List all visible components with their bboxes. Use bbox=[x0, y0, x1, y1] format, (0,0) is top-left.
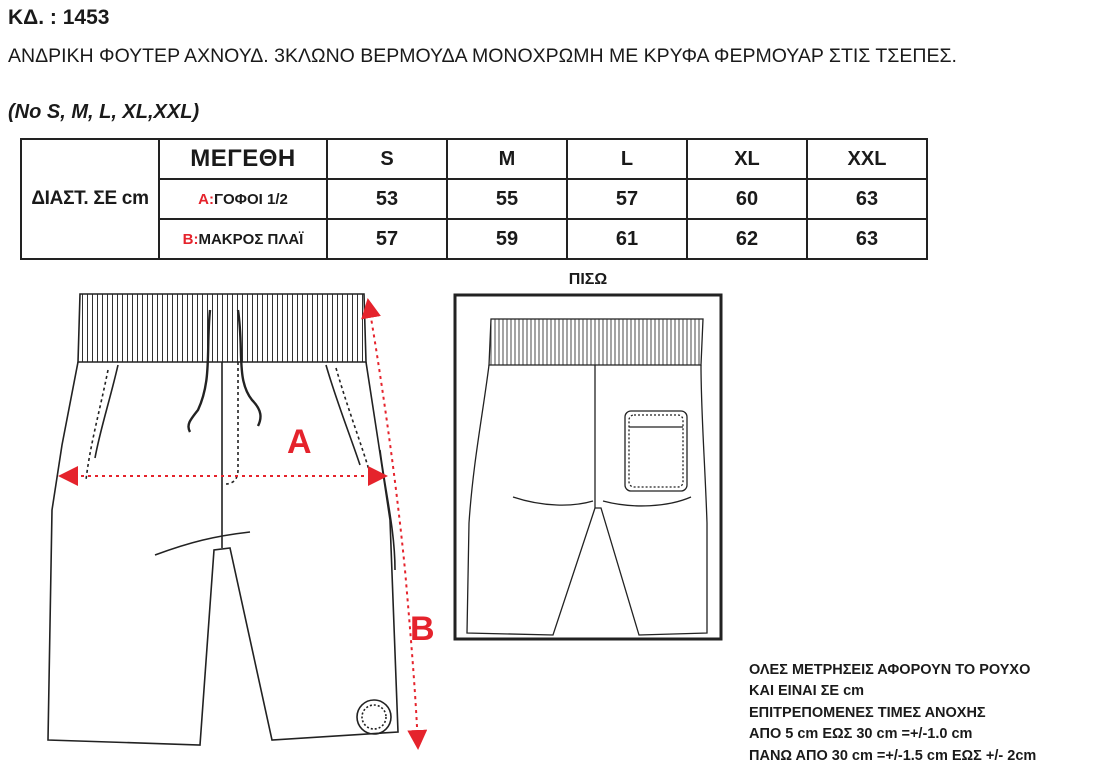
table-cell: 63 bbox=[806, 218, 928, 260]
size-header-m: M bbox=[446, 138, 568, 180]
back-view-title: ΠΙΣΩ bbox=[568, 271, 608, 288]
shorts-back-outline bbox=[466, 318, 708, 636]
product-code: ΚΔ. : 1453 bbox=[8, 6, 110, 29]
front-view-diagram: A B bbox=[47, 293, 435, 750]
side-length-measure-line bbox=[361, 298, 428, 750]
dimensions-unit-label: ΔΙΑΣΤ. ΣΕ cm bbox=[20, 138, 160, 260]
table-cell: 63 bbox=[806, 178, 928, 220]
note-line: ΟΛΕΣ ΜΕΤΡΗΣΕΙΣ ΑΦΟΡΟΥΝ ΤΟ ΡΟΥΧΟ bbox=[749, 662, 1031, 678]
row-letter-b: B: bbox=[182, 230, 199, 248]
note-line: ΚΑΙ ΕΙΝΑΙ ΣΕ cm bbox=[749, 683, 865, 700]
back-view-diagram bbox=[453, 293, 723, 641]
size-header-xl: XL bbox=[686, 138, 808, 180]
table-cell: 62 bbox=[686, 218, 808, 260]
note-line: ΑΠΟ 5 cm ΕΩΣ 30 cm =+/-1.0 cm bbox=[749, 726, 973, 743]
label-a: A bbox=[287, 423, 312, 461]
note-line: ΠΑΝΩ ΑΠΟ 30 cm =+/-1.5 cm ΕΩΣ +/- 2cm bbox=[749, 747, 1037, 764]
shorts-front-outline bbox=[47, 293, 399, 746]
table-cell: 61 bbox=[566, 218, 688, 260]
table-cell: 53 bbox=[326, 178, 448, 220]
note-line: ΕΠΙΤΡΕΠΟΜΕΝΕΣ ΤΙΜΕΣ ΑΝΟΧΗΣ bbox=[749, 704, 986, 721]
tolerance-notes: ΟΛΕΣ ΜΕΤΡΗΣΕΙΣ ΑΦΟΡΟΥΝ ΤΟ ΡΟΥΧΟ ΚΑΙ ΕΙΝΑ… bbox=[749, 660, 1036, 767]
side-length-row-label: B:ΜΑΚΡΟΣ ΠΛΑΪ bbox=[158, 218, 328, 260]
table-cell: 57 bbox=[566, 178, 688, 220]
hips-row-label: A:ΓΟΦΟΙ 1/2 bbox=[158, 178, 328, 220]
product-description: ΑΝΔΡΙΚΗ ΦΟΥΤΕΡ ΑΧΝΟΥΔ. 3ΚΛΩΝΟ ΒΕΡΜΟΥΔΑ Μ… bbox=[8, 45, 957, 67]
sizes-header-label: ΜΕΓΕΘΗ bbox=[158, 138, 328, 180]
label-b: B bbox=[410, 610, 435, 648]
table-row: B:ΜΑΚΡΟΣ ΠΛΑΪ 57 59 61 62 63 bbox=[21, 218, 928, 260]
size-header-l: L bbox=[566, 138, 688, 180]
size-header-xxl: XXL bbox=[806, 138, 928, 180]
table-cell: 59 bbox=[446, 218, 568, 260]
row-label-text: ΓΟΦΟΙ 1/2 bbox=[213, 190, 288, 208]
table-cell: 57 bbox=[326, 218, 448, 260]
size-header-row: ΔΙΑΣΤ. ΣΕ cm ΜΕΓΕΘΗ S M L XL XXL bbox=[20, 138, 928, 260]
back-view-frame bbox=[453, 293, 723, 641]
table-cell: 60 bbox=[686, 178, 808, 220]
row-letter-a: A: bbox=[198, 190, 214, 208]
row-label-text: ΜΑΚΡΟΣ ΠΛΑΪ bbox=[198, 230, 304, 248]
table-cell: 55 bbox=[446, 178, 568, 220]
size-header-s: S bbox=[326, 138, 448, 180]
table-row: A:ΓΟΦΟΙ 1/2 53 55 57 60 63 bbox=[21, 178, 928, 220]
size-chart-table: ΔΙΑΣΤ. ΣΕ cm ΜΕΓΕΘΗ S M L XL XXL A:ΓΟΦΟΙ… bbox=[20, 138, 928, 260]
available-sizes-note: (No S, M, L, XL,XXL) bbox=[8, 101, 200, 123]
